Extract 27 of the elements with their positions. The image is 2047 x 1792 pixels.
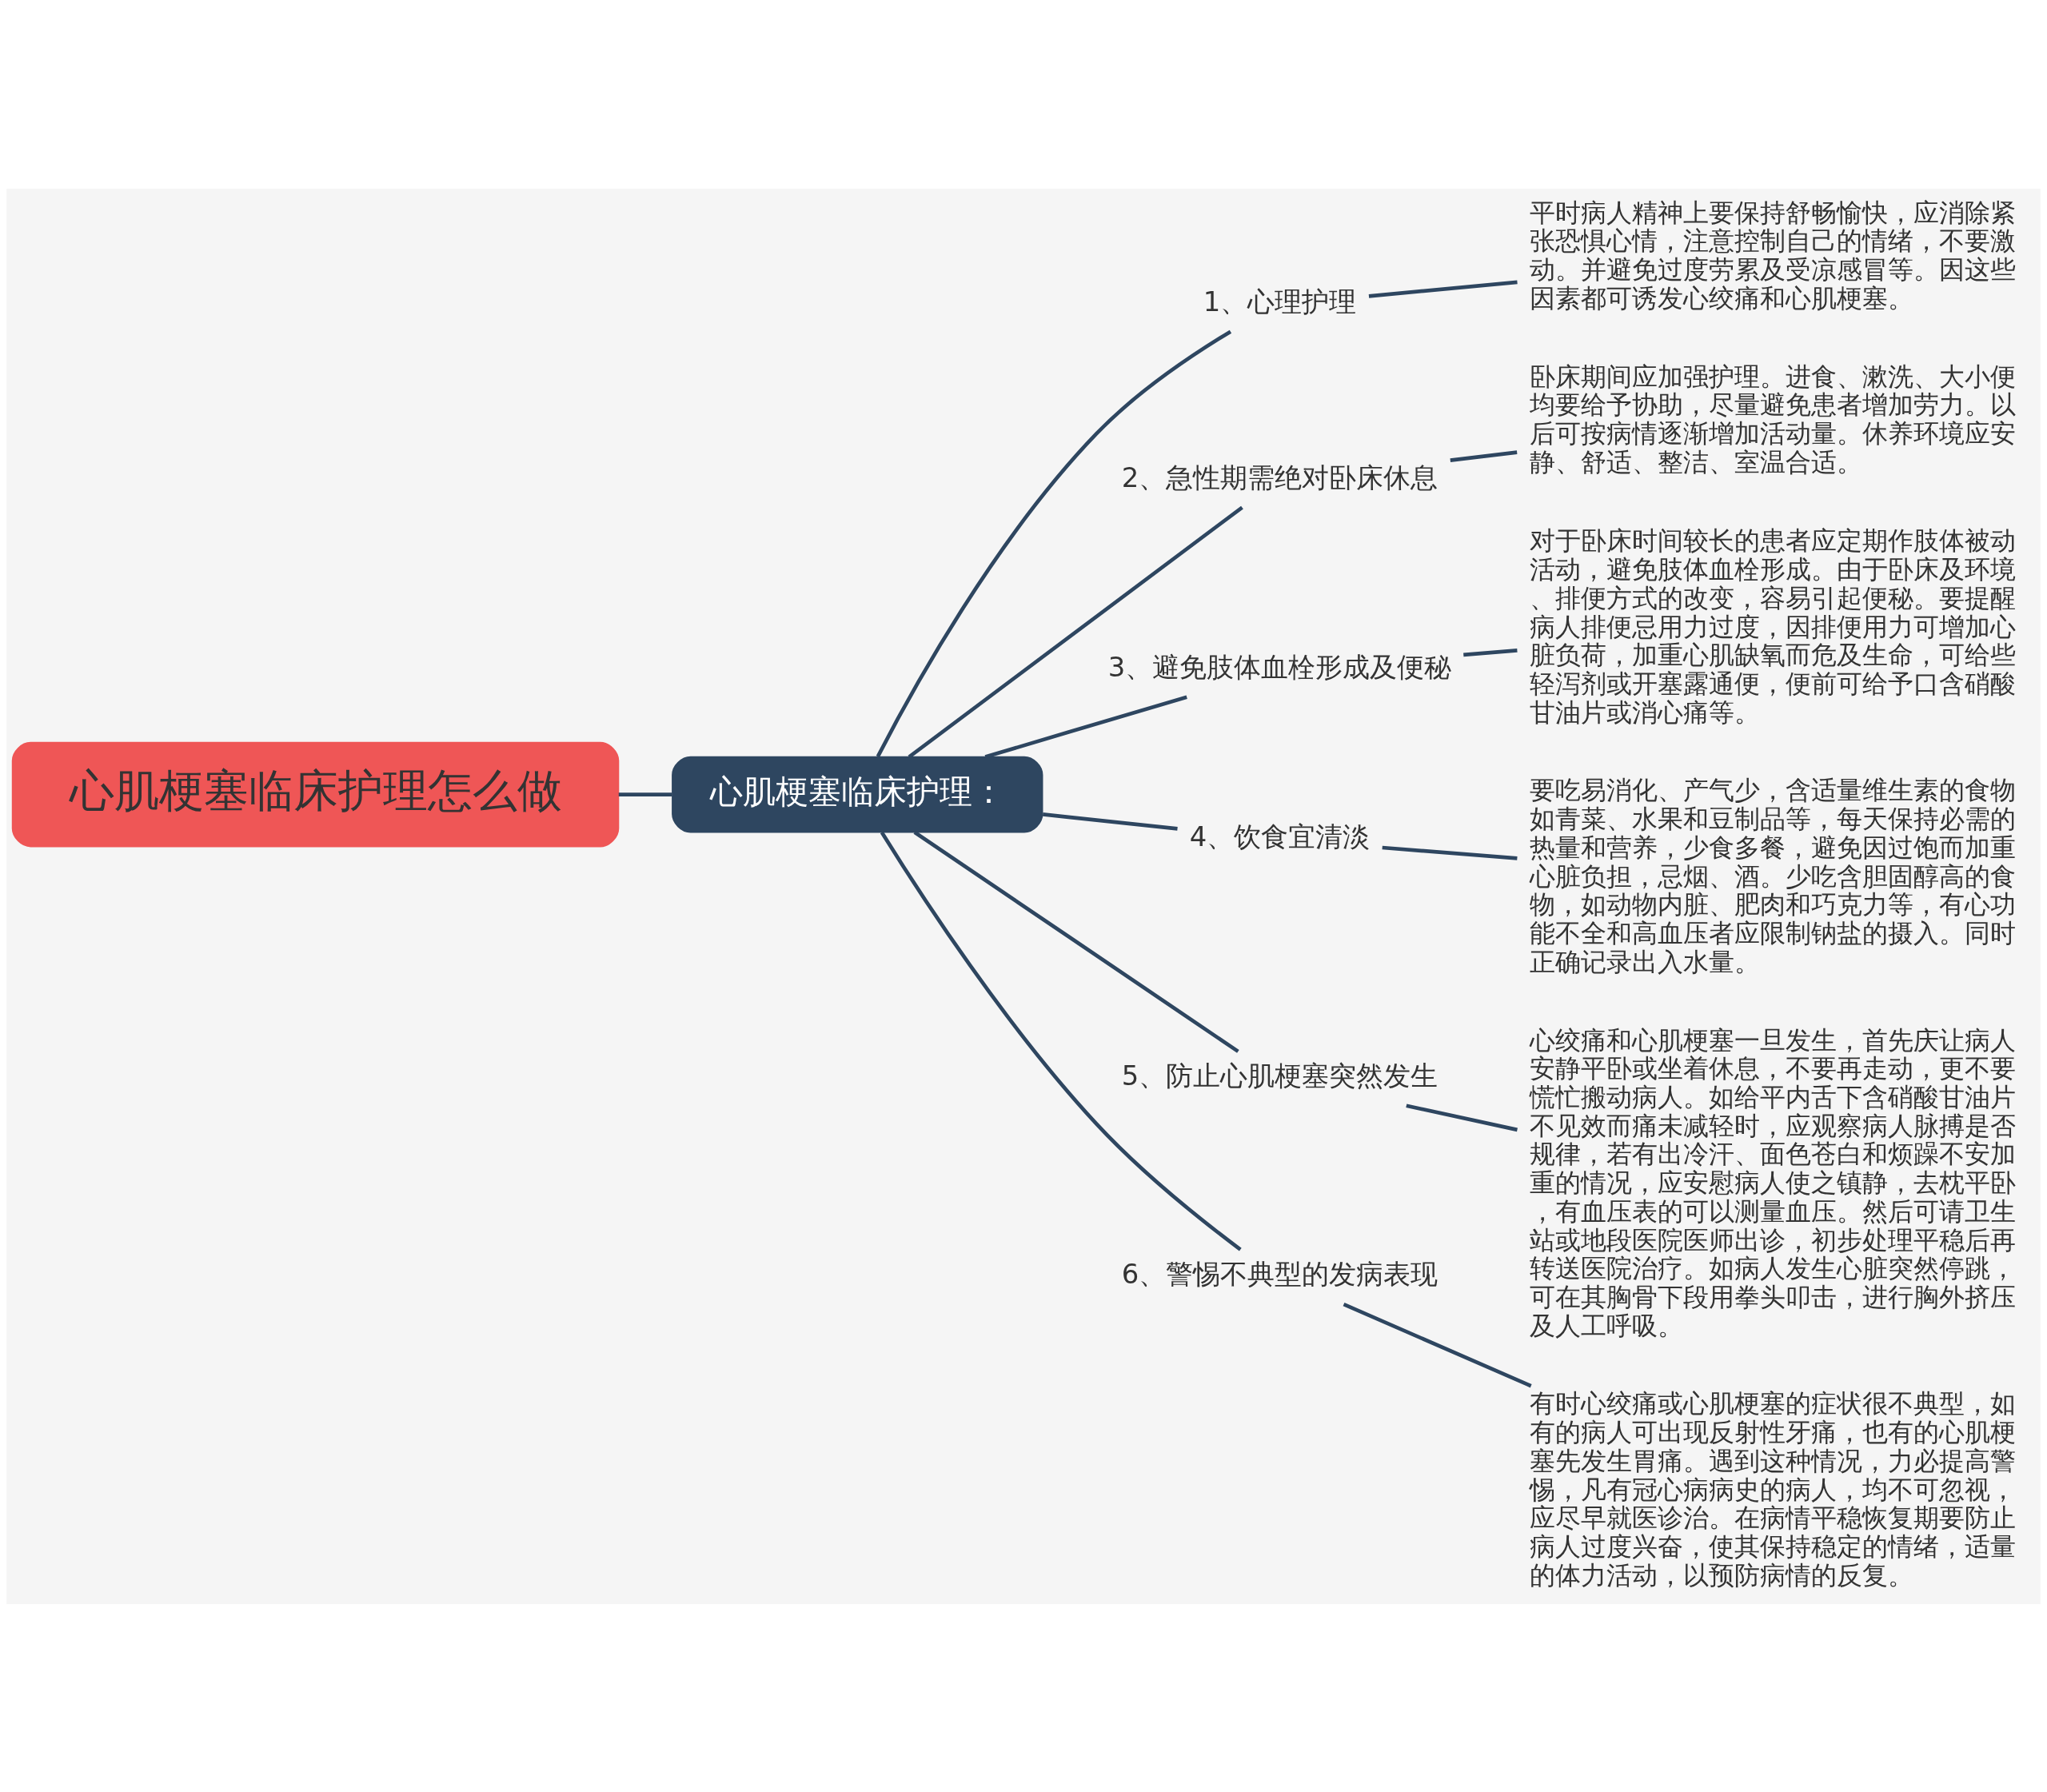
connector — [1463, 648, 1518, 657]
node-text: 1、心理护理 — [1203, 285, 1357, 317]
connector — [913, 830, 1239, 1053]
node-text: 3、避免肢体血栓形成及便秘 — [1107, 651, 1452, 683]
connector — [1450, 449, 1518, 462]
node-text: 心绞痛和心肌梗塞一旦发生，首先庆让病人安静平卧或坐着休息，不要再走动，更不要慌忙搬动病人。如给平内舌下含硝酸甘油片不见效而痛未减轻时，应观察病人脉搏是否规律，若有出冷汗、面色苍白和烦躁不安加重的情况，应安慰病人使之镇静，去枕平卧，有血压表的可以测量血压。然后可请卫生站或地段医院医师出诊，初步处理平稳后再转送医院治疗。如病人发生心脏突然停跳，可在其胸骨下段用拳头叩击，进行胸外挤压及人工呼吸。 — [1529, 1024, 2016, 1341]
connector — [880, 831, 1242, 1251]
node-text: 平时病人精神上要保持舒畅愉快，应消除紧张恐惧心情，注意控制自己的情绪，不要激动。并避免过度劳累及受凉感冒等。因这些因素都可诱发心绞痛和心肌梗塞。 — [1529, 197, 2016, 313]
node-text: 5、防止心肌梗塞突然发生 — [1121, 1060, 1438, 1092]
node-text: 4、饮食宜清淡 — [1189, 820, 1371, 852]
node-text: 对于卧床时间较长的患者应定期作肢体被动活动，避免肢体血栓形成。由于卧床及环境、排便方式的改变，容易引起便秘。要提醒病人排便忌用力过度，因排便用力可增加心脏负荷，加重心肌缺氧而危及生命，可给些轻泻剂或开塞露通便，便前可给予口含硝酸甘油片或消心痛等。 — [1529, 525, 2016, 728]
connector — [1406, 1104, 1518, 1131]
node-box: 心肌梗塞临床护理： — [672, 756, 1043, 833]
node-text: 有时心绞痛或心肌梗塞的症状很不典型，如有的病人可出现反射性牙痛，也有的心肌梗塞先发生胃痛。遇到这种情况，力必提高警惕，凡有冠心病病史的病人，均不可忽视，应尽早就医诊治。在病情平稳恢复期要防止病人过度兴奋，使其保持稳定的情绪，适量的体力活动，以预防病情的反复。 — [1529, 1387, 2016, 1590]
node-text: 要吃易消化、产气少，含适量维生素的食物如青菜、水果和豆制品等，每天保持必需的热量和营养，少食多餐，避免因过饱而加重心脏负担，忌烟、酒。少吃含胆固醇高的食物，如动物内脏、肥肉和巧克力等，有心功能不全和高血压者应限制钠盐的摄入。同时正确记录出入水量。 — [1529, 774, 2016, 977]
connector — [1368, 280, 1518, 298]
connector — [1042, 812, 1178, 831]
node-text: 2、急性期需绝对卧床休息 — [1121, 461, 1438, 493]
connector — [1343, 1302, 1532, 1387]
node-text: 6、警惕不典型的发病表现 — [1121, 1258, 1438, 1290]
node-box: 心肌梗塞临床护理怎么做 — [11, 741, 620, 847]
connector — [876, 329, 1232, 757]
connector — [908, 505, 1243, 758]
node-text: 卧床期间应加强护理。进食、漱洗、大小便均要给予协助，尽量避免患者增加劳力。以后可按病情逐渐增加活动量。休养环境应安静、舒适、整洁、室温合适。 — [1529, 361, 2016, 477]
connector — [984, 694, 1187, 759]
connector — [1382, 845, 1518, 860]
connector — [618, 792, 672, 796]
